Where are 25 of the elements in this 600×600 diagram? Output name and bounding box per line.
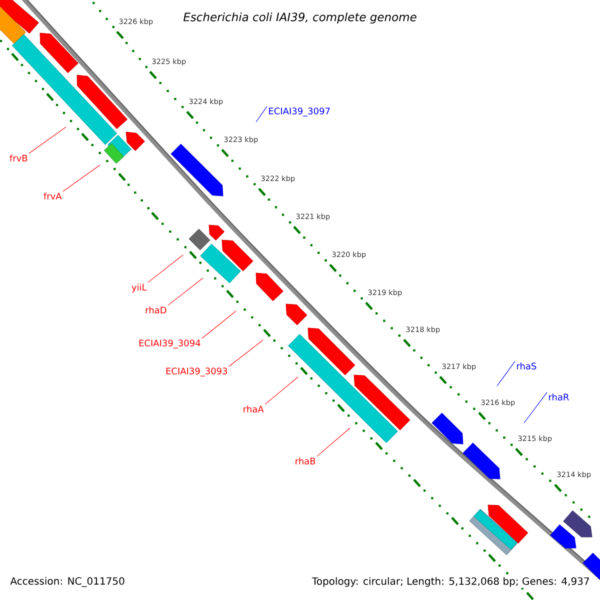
- leader-line: [28, 126, 66, 154]
- gene-label: yiiL: [132, 284, 147, 292]
- leader-line: [256, 106, 268, 122]
- leader-line: [228, 340, 264, 367]
- gene-label: frvB: [10, 154, 28, 162]
- leader-line: [524, 392, 548, 424]
- accession-text: Accession: NC_011750: [9, 576, 126, 588]
- leader-line: [62, 164, 100, 192]
- gene-label: ECIAI39_3094: [139, 340, 200, 348]
- gene-label: ECIAI39_3093: [166, 368, 228, 376]
- gene-label: rhaS: [517, 362, 536, 370]
- leader-line: [148, 254, 184, 283]
- gene-label: rhaA: [244, 406, 264, 412]
- leader-line: [316, 428, 350, 457]
- gene-label: rhaR: [549, 394, 569, 400]
- leader-line: [202, 310, 236, 339]
- leader-line: [168, 278, 204, 306]
- gene-label: rhaB: [296, 458, 316, 464]
- gene-label: rhaD: [146, 306, 166, 314]
- genome-info-text: Topology: circular; Length: 5,132,068 bp; Genes: 4,937: [310, 576, 591, 588]
- gene-label: frvA: [44, 192, 62, 200]
- title: Escherichia coli IAI39, complete genome: [183, 12, 416, 24]
- gene-label: ECIAI39_3097: [269, 108, 330, 116]
- leader-line: [496, 361, 516, 386]
- leader-line: [264, 376, 298, 405]
